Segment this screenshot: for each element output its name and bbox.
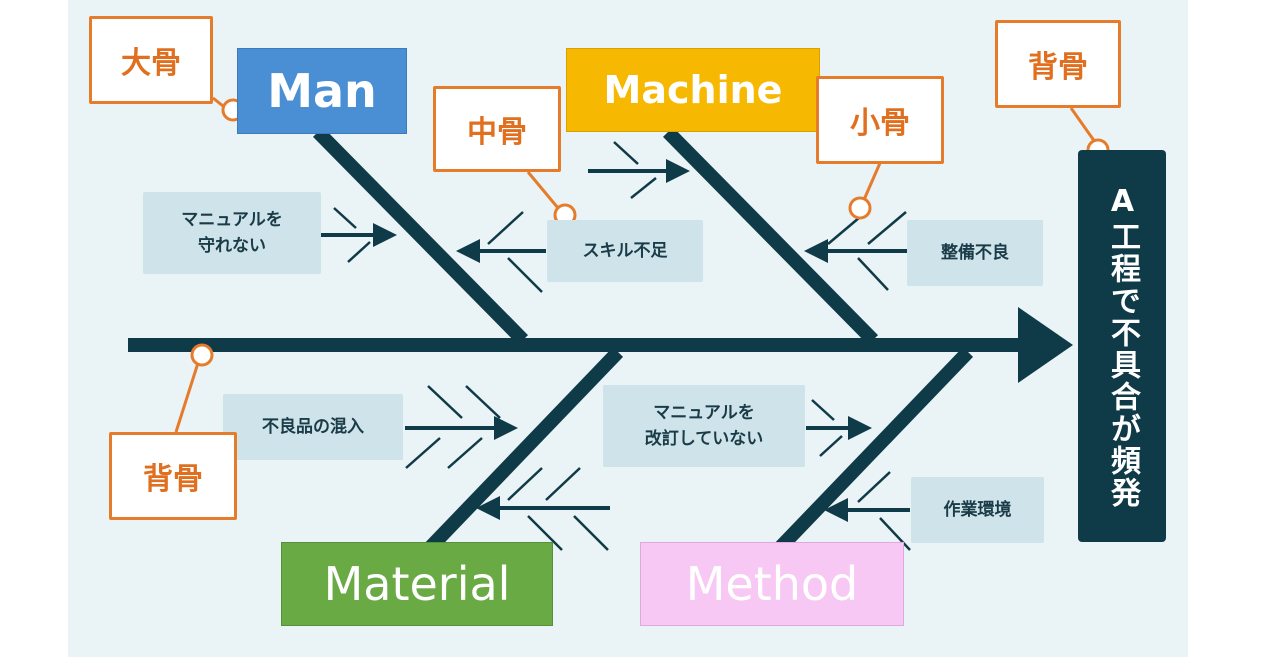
cause-environment: 作業環境 xyxy=(911,477,1044,543)
effect-box: A工程で不具合が頻発 xyxy=(1078,150,1166,542)
small-bone xyxy=(857,257,889,291)
tag-backbone-left: 背骨 xyxy=(109,432,237,520)
leader-dot xyxy=(848,196,872,220)
category-machine-label: Machine xyxy=(603,68,783,112)
cause-maintenance: 整備不良 xyxy=(907,220,1043,286)
cause-contamination: 不良品の混入 xyxy=(223,394,403,460)
small-bone xyxy=(507,257,543,293)
cause-man-manual: マニュアルを 守れない xyxy=(143,192,321,274)
tag-backbone-left-text: 背骨 xyxy=(143,462,203,497)
leader-line xyxy=(861,162,882,203)
small-bone xyxy=(545,467,581,501)
cause-manual-revision-text: マニュアルを 改訂していない xyxy=(644,403,764,449)
small-bone xyxy=(487,211,524,245)
tag-small-bone-text: 小骨 xyxy=(850,106,910,141)
small-bone xyxy=(507,467,543,501)
tag-backbone-top: 背骨 xyxy=(995,20,1121,108)
small-bone xyxy=(613,141,639,165)
category-material: Material xyxy=(281,542,553,626)
small-bone xyxy=(465,385,501,419)
category-man-label: Man xyxy=(267,64,377,118)
leader-line xyxy=(174,362,200,433)
small-bone xyxy=(811,399,835,421)
small-bone xyxy=(405,437,441,469)
small-bone xyxy=(867,211,907,245)
small-bone xyxy=(447,437,483,469)
small-bone xyxy=(573,515,609,551)
cause-man-manual-text: マニュアルを 守れない xyxy=(181,210,283,256)
leader-dot xyxy=(190,343,214,367)
category-machine: Machine xyxy=(566,48,820,132)
leader-line xyxy=(526,171,560,209)
cause-manual-revision: マニュアルを 改訂していない xyxy=(603,385,805,467)
category-man: Man xyxy=(237,48,407,134)
category-method: Method xyxy=(640,542,904,626)
tag-backbone-top-text: 背骨 xyxy=(1028,50,1088,85)
small-bone xyxy=(527,515,563,551)
leader-line xyxy=(1069,107,1097,143)
tag-middle-bone: 中骨 xyxy=(433,86,561,172)
small-bone xyxy=(630,177,657,199)
small-bone xyxy=(879,517,911,551)
cause-skill: スキル不足 xyxy=(547,220,703,282)
small-bone xyxy=(333,207,357,229)
category-method-label: Method xyxy=(685,557,859,611)
cause-environment-text: 作業環境 xyxy=(943,500,1012,520)
small-bone xyxy=(857,471,891,503)
small-bone xyxy=(347,241,371,263)
tag-large-bone: 大骨 xyxy=(89,16,213,104)
small-bone xyxy=(819,435,843,457)
effect-text: A工程で不具合が頻発 xyxy=(1105,183,1140,509)
bone-machine xyxy=(663,127,878,345)
diagram-canvas: Man Machine Material Method マニュアルを 守れない … xyxy=(68,0,1188,657)
bone-method xyxy=(767,347,974,560)
category-material-label: Material xyxy=(323,557,511,611)
tag-large-bone-text: 大骨 xyxy=(121,46,181,81)
tag-small-bone: 小骨 xyxy=(816,76,944,164)
cause-maintenance-text: 整備不良 xyxy=(941,243,1009,263)
tag-middle-bone-text: 中骨 xyxy=(467,115,527,150)
bone-man xyxy=(313,127,528,345)
small-bone xyxy=(427,385,463,419)
bone-material xyxy=(417,347,624,560)
cause-contamination-text: 不良品の混入 xyxy=(262,417,364,437)
cause-skill-text: スキル不足 xyxy=(582,241,668,261)
fishbone-skeleton xyxy=(128,96,1110,560)
spine-arrowhead xyxy=(1018,307,1073,383)
